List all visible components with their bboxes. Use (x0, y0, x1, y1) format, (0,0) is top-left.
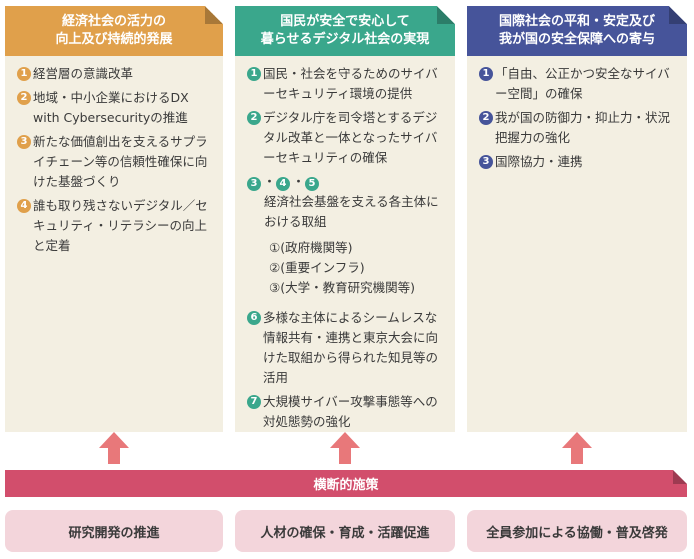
number-badge: 2 (247, 111, 261, 125)
column-title-line1: 国民が安全で安心して (280, 14, 410, 29)
list-item-text: 我が国の防御力・抑止力・状況把握力の強化 (495, 110, 671, 145)
list-item-text: 多様な主体によるシームレスな情報共有・連携と東京大会に向けた取組から得られた知見… (263, 310, 439, 385)
number-badge: 1 (247, 67, 261, 81)
list-item: 1 経営層の意識改革 (17, 64, 213, 84)
column-safe-society: 国民が安全で安心して 暮らせるデジタル社会の実現 1 国民・社会を守るためのサイ… (235, 6, 455, 432)
column-international: 国際社会の平和・安定及び 我が国の安全保障への寄与 1 「自由、公正かつ安全なサ… (467, 6, 687, 432)
list-item-text: 経済社会基盤を支える各主体における取組 (264, 194, 439, 229)
list-item: 7 大規模サイバー攻撃事態等への対処態勢の強化 (247, 392, 445, 432)
list-item: 3 新たな価値創出を支えるサプライチェーン等の信頼性確保に向けた基盤づくり (17, 132, 213, 192)
list-item-text: 国民・社会を守るためのサイバーセキュリティ環境の提供 (263, 66, 438, 101)
list-item: 1 国民・社会を守るためのサイバーセキュリティ環境の提供 (247, 64, 445, 104)
up-arrow-icon (330, 432, 360, 464)
number-badge: 4 (276, 176, 290, 191)
number-badge-row: 3 ・ 4 ・ 5 (247, 172, 445, 192)
column-header: 経済社会の活力の 向上及び持続的発展 (5, 6, 223, 56)
pill-label: 研究開発の推進 (68, 525, 160, 541)
list-item: 2 デジタル庁を司令塔とするデジタル改革と一体となったサイバーセキュリティの確保 (247, 108, 445, 168)
column-body: 1 国民・社会を守るためのサイバーセキュリティ環境の提供 2 デジタル庁を司令塔… (235, 56, 455, 432)
number-badge: 4 (17, 199, 31, 213)
number-badge: 7 (247, 395, 261, 409)
list-item-group: 3 ・ 4 ・ 5 経済社会基盤を支える各主体における取組 ①(政府機関等) ②… (247, 172, 445, 304)
number-badge: 6 (247, 311, 261, 325)
column-title-line2: 我が国の安全保障への寄与 (498, 32, 655, 47)
up-arrow-icon (99, 432, 129, 464)
list-item-text: 経営層の意識改革 (33, 66, 134, 81)
folded-corner (437, 6, 455, 24)
separator: ・ (293, 175, 304, 188)
number-badge: 1 (479, 67, 493, 81)
folded-corner (205, 6, 223, 24)
number-badge: 3 (479, 155, 493, 169)
separator: ・ (264, 175, 275, 188)
folded-corner (669, 6, 687, 24)
list-item-text: デジタル庁を司令塔とするデジタル改革と一体となったサイバーセキュリティの確保 (263, 110, 438, 165)
number-badge: 2 (17, 91, 31, 105)
band-label: 横断的施策 (313, 478, 379, 493)
list-item: 2 地域・中小企業におけるDX with Cybersecurityの推進 (17, 88, 213, 128)
up-arrow-shape (330, 432, 360, 464)
list-item: 3 国際協力・連携 (479, 152, 677, 172)
column-header: 国民が安全で安心して 暮らせるデジタル社会の実現 (235, 6, 455, 56)
list-item-text: 「自由、公正かつ安全なサイバー空間」の確保 (495, 66, 670, 101)
up-arrow-icon (562, 432, 592, 464)
column-body: 1 「自由、公正かつ安全なサイバー空間」の確保 2 我が国の防御力・抑止力・状況… (467, 56, 687, 432)
folded-corner (673, 470, 687, 484)
up-arrow-shape (562, 432, 592, 464)
list-item: 4 誰も取り残さないデジタル／セキュリティ・リテラシーの向上と定着 (17, 196, 213, 256)
number-badge: 1 (17, 67, 31, 81)
column-body: 1 経営層の意識改革 2 地域・中小企業におけるDX with Cybersec… (5, 56, 223, 432)
list-item-text: 国際協力・連携 (495, 154, 583, 169)
list-item-text: 新たな価値創出を支えるサプライチェーン等の信頼性確保に向けた基盤づくり (33, 134, 208, 189)
bottom-pill-participation: 全員参加による協働・普及啓発 (467, 510, 687, 552)
list-item-text: 地域・中小企業におけるDX with Cybersecurityの推進 (33, 90, 189, 125)
column-economy: 経済社会の活力の 向上及び持続的発展 1 経営層の意識改革 2 地域・中小企業に… (5, 6, 223, 432)
bottom-pill-talent: 人材の確保・育成・活躍促進 (235, 510, 455, 552)
bottom-pill-research: 研究開発の推進 (5, 510, 223, 552)
list-item: 1 「自由、公正かつ安全なサイバー空間」の確保 (479, 64, 677, 104)
sub-item: ②(重要インフラ) (269, 260, 365, 275)
sub-item: ③(大学・教育研究機関等) (269, 280, 415, 295)
list-item-text: 誰も取り残さないデジタル／セキュリティ・リテラシーの向上と定着 (33, 198, 208, 253)
up-arrow-shape (99, 432, 129, 464)
column-header: 国際社会の平和・安定及び 我が国の安全保障への寄与 (467, 6, 687, 56)
number-badge: 2 (479, 111, 493, 125)
column-title-line1: 国際社会の平和・安定及び (498, 14, 655, 29)
column-title-line2: 向上及び持続的発展 (55, 32, 173, 47)
list-item: 2 我が国の防御力・抑止力・状況把握力の強化 (479, 108, 677, 148)
pill-label: 人材の確保・育成・活躍促進 (260, 525, 430, 541)
column-title-line2: 暮らせるデジタル社会の実現 (260, 32, 430, 47)
number-badge: 3 (17, 135, 31, 149)
list-item-text: 大規模サイバー攻撃事態等への対処態勢の強化 (263, 394, 438, 429)
cross-cutting-band: 横断的施策 (5, 470, 687, 497)
number-badge: 3 (247, 176, 261, 191)
pill-label: 全員参加による協働・普及啓発 (486, 525, 668, 541)
column-title-line1: 経済社会の活力の (61, 14, 166, 29)
sub-item: ①(政府機関等) (269, 240, 353, 255)
number-badge: 5 (305, 176, 319, 191)
list-item: 6 多様な主体によるシームレスな情報共有・連携と東京大会に向けた取組から得られた… (247, 308, 445, 388)
